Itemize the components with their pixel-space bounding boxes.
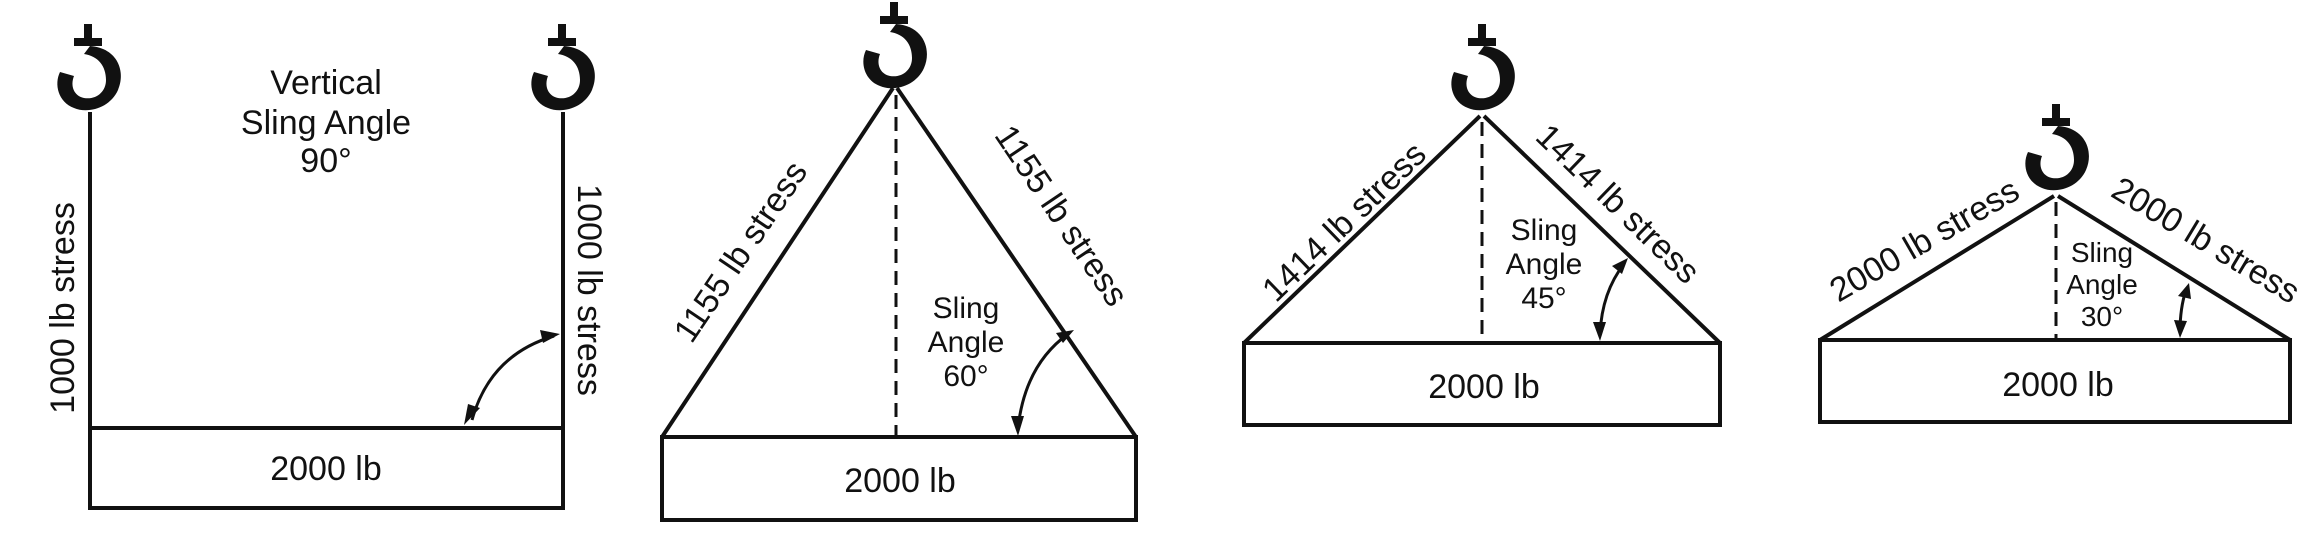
load-label: 2000 lb (844, 462, 956, 500)
panel-45: 2000 lb 1414 lb stress 1414 lb stress Sl… (1242, 24, 1722, 427)
arrowhead-lower (464, 404, 480, 425)
load-label: 2000 lb (270, 450, 382, 488)
angle-value: 90° (300, 142, 351, 180)
load-box (1818, 338, 2292, 424)
angle-arc (470, 334, 555, 421)
angle-line2: Angle (2066, 269, 2138, 300)
angle-line2: Angle (1506, 248, 1583, 281)
angle-line1: Sling (2071, 237, 2133, 268)
arrowhead-upper (2178, 283, 2191, 299)
panel-30: 2000 lb 2000 lb stress 2000 lb stress Sl… (1818, 104, 2306, 424)
angle-value: 30° (2081, 301, 2123, 332)
arrowhead-lower (1011, 416, 1024, 436)
left-hook-icon (57, 24, 121, 111)
right-stress-label: 1000 lb stress (570, 184, 608, 396)
angle-value: 45° (1521, 282, 1566, 315)
panel-vertical: 2000 lb Vertical Sling Angle 90° 1000 lb… (44, 24, 608, 510)
title-line1: Vertical (270, 64, 382, 102)
arrowhead-upper (1056, 330, 1074, 343)
angle-line1: Sling (933, 292, 1000, 325)
hook-icon (863, 2, 927, 89)
load-box (1242, 341, 1722, 427)
load-label: 2000 lb (2002, 366, 2114, 404)
left-sling (1242, 114, 1482, 345)
right-stress-label: 1155 lb stress (987, 119, 1135, 314)
title-line2: Sling Angle (241, 104, 411, 142)
arrowhead-upper (1612, 258, 1628, 274)
left-stress-label: 2000 lb stress (1823, 171, 2025, 310)
left-stress-label: 1000 lb stress (44, 202, 82, 414)
left-stress-label: 1414 lb stress (1255, 135, 1434, 309)
right-sling (2056, 194, 2292, 342)
right-sling (1482, 114, 1722, 345)
angle-arc (1016, 332, 1069, 429)
angle-line2: Angle (928, 326, 1005, 359)
hook-icon (2025, 104, 2089, 191)
right-hook-icon (531, 24, 595, 111)
load-box (660, 435, 1138, 522)
arrowhead-lower (1593, 322, 1606, 341)
hook-icon (1451, 24, 1515, 111)
arrowhead-upper (540, 330, 560, 343)
arrowhead-lower (2174, 320, 2187, 338)
left-sling (660, 86, 895, 439)
panel-60: 2000 lb 1155 lb stress 1155 lb stress Sl… (660, 2, 1138, 522)
load-label: 2000 lb (1428, 368, 1540, 406)
angle-line1: Sling (1511, 214, 1578, 247)
angle-value: 60° (943, 360, 988, 393)
load-box (88, 426, 565, 510)
left-sling (1818, 194, 2056, 342)
right-sling (895, 86, 1138, 439)
